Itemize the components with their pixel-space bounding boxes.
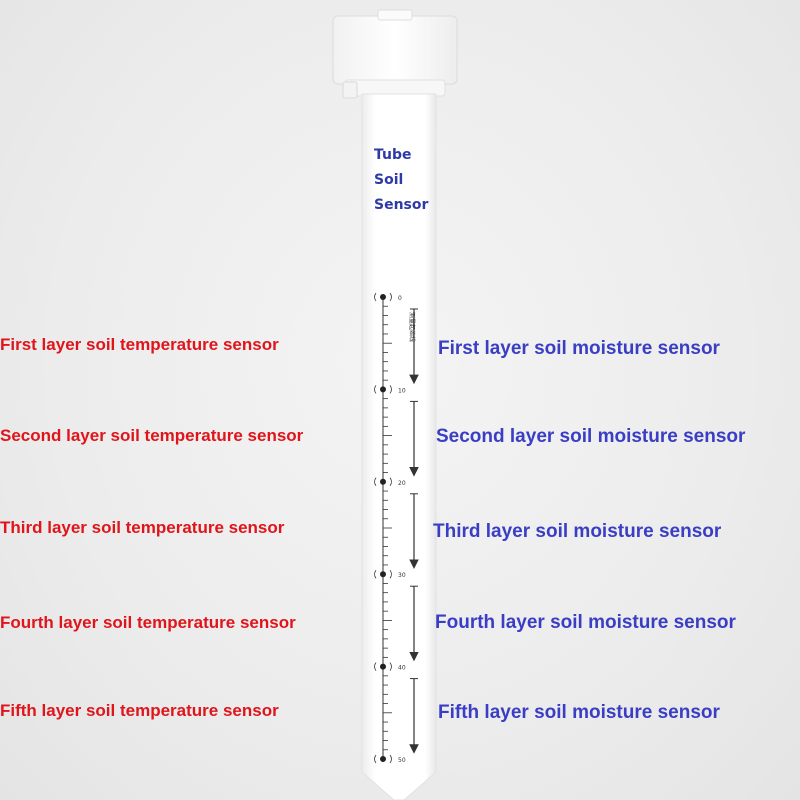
signal-icon bbox=[374, 477, 377, 487]
sensor-node-icon bbox=[380, 663, 386, 670]
measurement-start-note: 测量起始线 bbox=[408, 312, 416, 342]
scale-label: 0 bbox=[398, 295, 402, 302]
moisture-sensor-label: Second layer soil moisture sensor bbox=[436, 426, 746, 447]
temperature-sensor-label: Fourth layer soil temperature sensor bbox=[0, 613, 296, 632]
signal-icon bbox=[389, 662, 392, 671]
sensor-node-icon bbox=[380, 386, 386, 393]
signal-icon bbox=[389, 754, 392, 764]
scale-label: 20 bbox=[398, 480, 406, 487]
signal-icon bbox=[374, 292, 377, 302]
moisture-sensor-label: Fourth layer soil moisture sensor bbox=[435, 612, 736, 633]
sensor-node-icon bbox=[380, 756, 386, 762]
depth-scale: 0 10 20 30 40 50 bbox=[374, 292, 419, 764]
signal-icon bbox=[389, 292, 392, 302]
temperature-sensor-label: Third layer soil temperature sensor bbox=[0, 518, 285, 537]
signal-icon bbox=[374, 569, 377, 579]
moisture-sensor-label: Fifth layer soil moisture sensor bbox=[438, 702, 720, 723]
tube-title: Tube Soil Sensor bbox=[374, 143, 428, 218]
signal-icon bbox=[389, 569, 392, 579]
signal-icon bbox=[374, 385, 377, 394]
scale-label: 10 bbox=[398, 387, 406, 394]
moisture-sensor-label: First layer soil moisture sensor bbox=[438, 338, 720, 359]
signal-icon bbox=[389, 385, 392, 394]
sensor-node-icon bbox=[380, 478, 386, 485]
signal-icon bbox=[374, 754, 377, 764]
sensor-tube-body bbox=[361, 93, 437, 800]
tube-title-line: Soil bbox=[374, 172, 404, 188]
sensor-node-icon bbox=[380, 294, 386, 300]
signal-icon bbox=[374, 662, 377, 671]
moisture-sensor-label: Third layer soil moisture sensor bbox=[433, 521, 722, 542]
tube-title-line: Tube bbox=[374, 147, 412, 163]
sensor-node-icon bbox=[380, 571, 386, 578]
temperature-sensor-label: Second layer soil temperature sensor bbox=[0, 426, 304, 445]
scale-label: 30 bbox=[398, 572, 406, 579]
scale-label: 40 bbox=[398, 665, 406, 672]
temperature-sensor-label: First layer soil temperature sensor bbox=[0, 335, 279, 354]
scale-label: 50 bbox=[398, 757, 406, 764]
tube-title-line: Sensor bbox=[374, 197, 429, 213]
sensor-cap bbox=[332, 9, 458, 99]
signal-icon bbox=[389, 477, 392, 487]
temperature-sensor-label: Fifth layer soil temperature sensor bbox=[0, 701, 279, 720]
